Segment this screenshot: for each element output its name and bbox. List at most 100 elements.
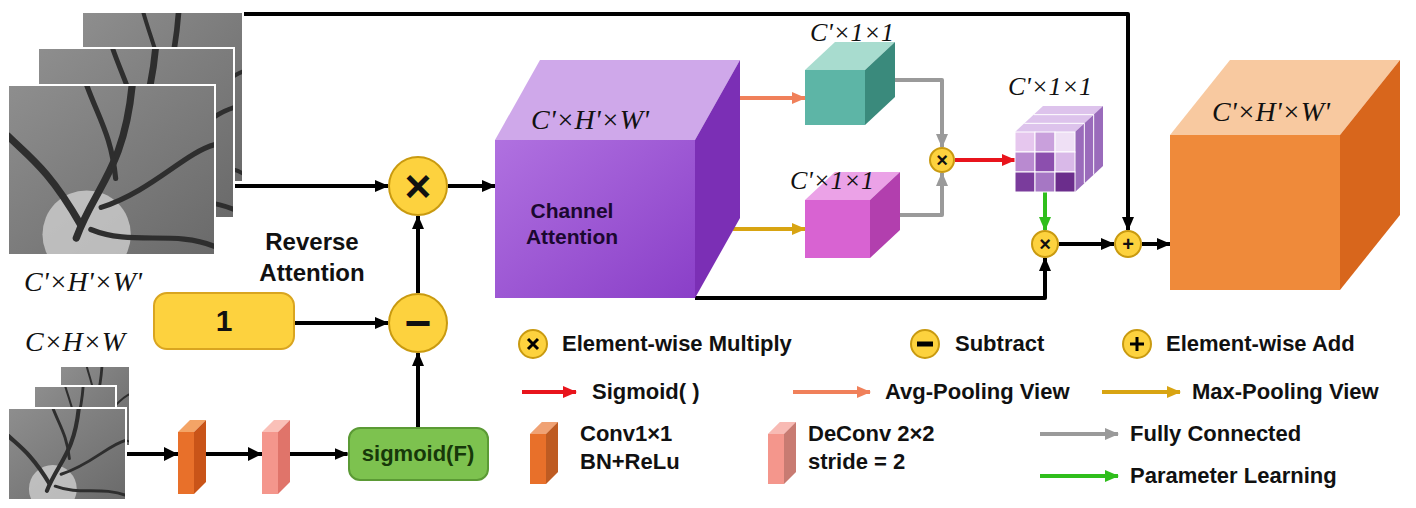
multiply-op: × [929, 147, 955, 173]
legend-text: Conv1×1 BN+ReLu [580, 420, 710, 476]
channel-attention-cube-art [495, 60, 740, 298]
connector-line [895, 80, 942, 147]
weight-cell [1015, 152, 1035, 172]
image-border [8, 85, 215, 255]
multiply-op: × [1031, 230, 1059, 258]
dimension-label: C'×1×1 [810, 18, 894, 48]
image-border [8, 408, 126, 500]
grid-line [1093, 115, 1094, 175]
dimension-label: C'×H'×W' [531, 104, 649, 136]
avg-pool-cube: C'×1×1 [800, 18, 900, 126]
retina-image [8, 85, 215, 255]
subtract-op: − [388, 293, 448, 353]
sigmoid-box: sigmoid(F) [348, 427, 489, 481]
legend-glyph [528, 339, 538, 349]
vessel-line [76, 85, 132, 238]
weight-cell [1035, 152, 1055, 172]
legend-glyph [1130, 337, 1144, 351]
vessel-line [8, 436, 49, 484]
legend-arrow [793, 390, 870, 394]
deconv-block [278, 420, 290, 494]
connector-line [1142, 242, 1170, 246]
arrow-head [248, 447, 262, 461]
legend-swatch-side [546, 422, 558, 484]
connector-line [126, 452, 348, 456]
connector-line [295, 321, 388, 325]
legend-arrow [1040, 432, 1118, 436]
legend-swatch-shade [546, 422, 558, 484]
legend-text: Max-Pooling View [1192, 378, 1379, 406]
multiply-op: × [388, 156, 448, 216]
operator-sign: − [405, 300, 432, 346]
legend-glyph [917, 342, 933, 347]
annotation-label: Reverse Attention [242, 226, 382, 288]
dimension-label: C'×1×1 [790, 166, 874, 196]
connector-line [740, 96, 805, 100]
vessel-line [61, 440, 126, 474]
cube-front [1170, 135, 1340, 290]
operator-sign: × [1039, 234, 1051, 254]
retina-image [8, 408, 126, 500]
grid-line [1084, 123, 1085, 183]
legend-arrow [1102, 390, 1180, 394]
grid-line [1024, 123, 1084, 124]
cube-front [805, 200, 870, 258]
legend-text: Element-wise Add [1166, 330, 1355, 358]
connector-line [416, 353, 420, 427]
connector-line [955, 158, 1015, 162]
vessel-line [91, 230, 215, 247]
constant-box: 1 [153, 292, 295, 350]
connector-line [215, 184, 388, 188]
output-cube: C'×H'×W' [1170, 60, 1402, 290]
sigmoid-label: sigmoid(F) [362, 441, 474, 467]
connector-line [900, 173, 942, 215]
legend-text: Fully Connected [1130, 420, 1301, 448]
legend-text: Subtract [955, 330, 1044, 358]
input-stack: C×H×W [8, 326, 138, 506]
dimension-label: C'×1×1 [1008, 72, 1092, 102]
dimension-label: C'×H'×W' [24, 266, 142, 298]
vessel-line [8, 136, 80, 224]
legend-text: Sigmoid( ) [592, 378, 700, 406]
legend-operator [1123, 330, 1151, 358]
cube-side [865, 42, 895, 125]
weight-cube: C'×1×1 [1005, 72, 1105, 194]
legend-swatch-side [784, 422, 796, 484]
legend-text: Element-wise Multiply [562, 330, 792, 358]
legend-operator [911, 330, 939, 358]
weight-cell [1035, 172, 1055, 192]
connector-line [416, 216, 420, 293]
cube-front [495, 140, 695, 298]
output-cube-art [1170, 60, 1402, 290]
cube-front [805, 70, 865, 125]
feature-stack: C'×H'×W' [8, 8, 253, 305]
cube-side [695, 60, 740, 298]
legend-swatch [768, 434, 784, 484]
dimension-label: C'×H'×W' [1212, 96, 1330, 128]
connector-line [448, 184, 495, 188]
connector-line [733, 227, 805, 231]
conv-block [178, 432, 194, 494]
constant-label: 1 [216, 304, 233, 338]
dimension-label: C×H×W [25, 326, 125, 358]
channel-attention-cube: C'×H'×W' Channel Attention [495, 60, 740, 298]
arrow-head [164, 447, 178, 461]
block-title: Channel Attention [507, 198, 637, 250]
operator-sign: × [936, 150, 948, 170]
legend-operator [519, 330, 547, 358]
legend-text: DeConv 2×2 stride = 2 [808, 420, 958, 476]
weight-cell [1015, 132, 1035, 152]
legend-text: Parameter Learning [1130, 462, 1337, 490]
vessel-line [53, 408, 70, 459]
legend-arrow [1040, 474, 1118, 478]
operator-sign: + [1122, 234, 1134, 254]
weight-cell [1055, 172, 1075, 192]
legend-swatch [530, 434, 546, 484]
connector-line [1059, 242, 1114, 246]
deconv-block [262, 432, 278, 494]
cube-side [1075, 106, 1103, 192]
vessel-line [55, 486, 126, 495]
cube-side [1340, 60, 1400, 290]
legend-swatch-shade [784, 422, 796, 484]
conv-block [194, 420, 206, 494]
